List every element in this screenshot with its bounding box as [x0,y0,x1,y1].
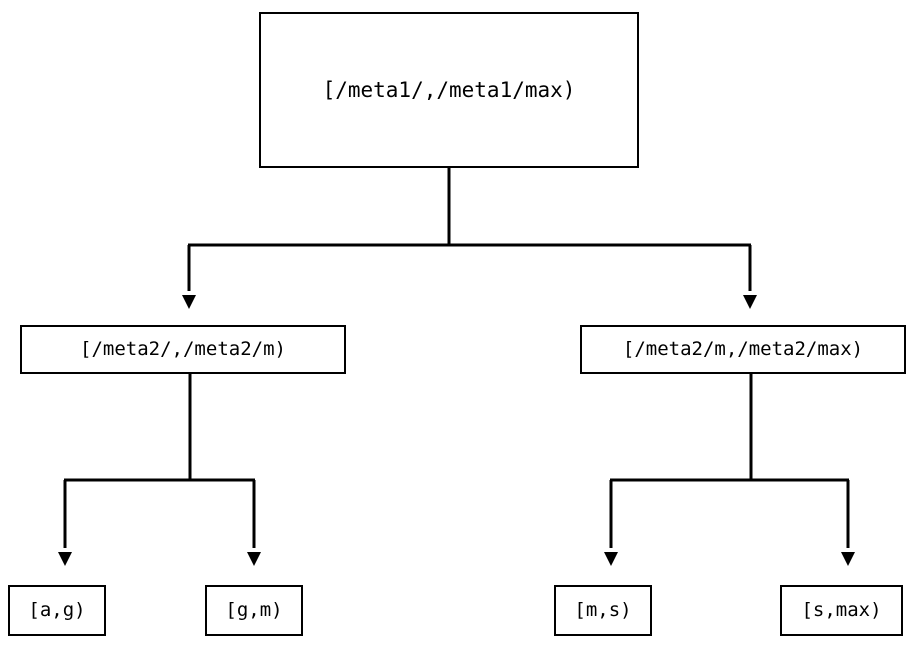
node-leaf-smax[interactable]: [s,max) [780,585,903,636]
node-root-label: [/meta1/,/meta1/max) [322,77,576,102]
arrowhead-mid-left [182,295,196,309]
node-leaf-gm-label: [g,m) [225,599,283,621]
edge-midleft-to-leaves [58,374,261,566]
edge-midright-to-leaves [604,374,855,566]
node-leaf-ms[interactable]: [m,s) [554,585,652,636]
node-leaf-gm[interactable]: [g,m) [205,585,303,636]
arrowhead-mid-right [743,295,757,309]
node-mid-left-label: [/meta2/,/meta2/m) [80,338,286,360]
node-mid-right[interactable]: [/meta2/m,/meta2/max) [580,325,906,374]
arrowhead-leaf-ms [604,552,618,566]
node-leaf-ag[interactable]: [a,g) [8,585,106,636]
node-leaf-smax-label: [s,max) [801,599,882,621]
arrowhead-leaf-smax [841,552,855,566]
node-leaf-ms-label: [m,s) [574,599,632,621]
edge-root-to-level1 [182,168,757,309]
node-leaf-ag-label: [a,g) [28,599,86,621]
node-mid-left[interactable]: [/meta2/,/meta2/m) [20,325,346,374]
arrowhead-leaf-ag [58,552,72,566]
node-root[interactable]: [/meta1/,/meta1/max) [259,12,639,168]
node-mid-right-label: [/meta2/m,/meta2/max) [622,338,864,360]
arrowhead-leaf-gm [247,552,261,566]
